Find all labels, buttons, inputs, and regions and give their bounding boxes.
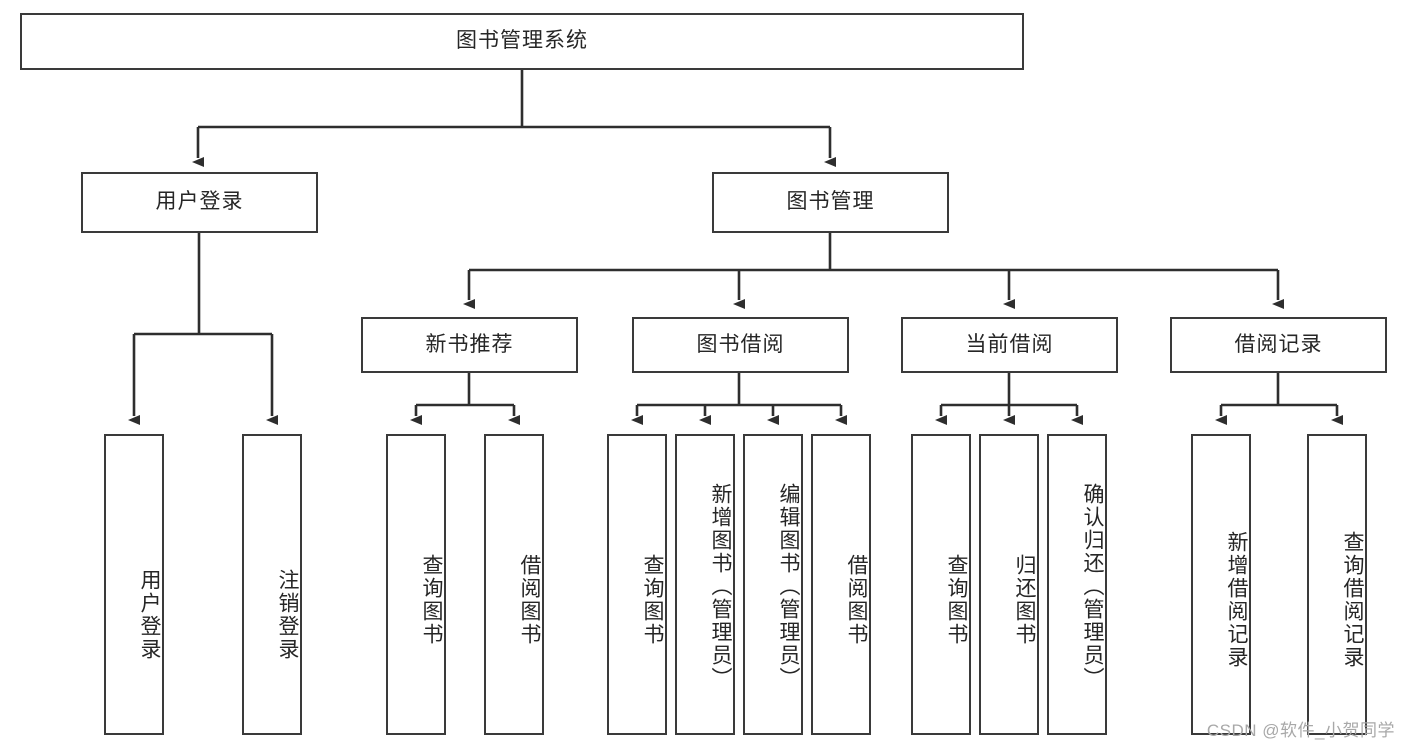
node-leaf-add-book[interactable]: 新增图书（管理员） (675, 434, 735, 735)
node-root-label: 图书管理系统 (456, 29, 588, 53)
node-leaf-edit-book-label: 编辑图书（管理员） (777, 483, 800, 690)
node-leaf-borrow-book-2-label: 借阅图书 (845, 553, 868, 646)
node-book-manage[interactable]: 图书管理 (712, 172, 949, 233)
node-leaf-confirm-return-label: 确认归还（管理员） (1081, 483, 1104, 690)
node-leaf-logout-label: 注销登录 (276, 568, 299, 661)
node-root[interactable]: 图书管理系统 (20, 13, 1024, 70)
node-user-login[interactable]: 用户登录 (81, 172, 318, 233)
node-leaf-return-book-label: 归还图书 (1013, 553, 1036, 646)
node-new-book-rec[interactable]: 新书推荐 (361, 317, 578, 373)
node-user-login-label: 用户登录 (155, 190, 244, 214)
node-leaf-add-record[interactable]: 新增借阅记录 (1191, 434, 1251, 735)
node-leaf-query-book-3[interactable]: 查询图书 (911, 434, 971, 735)
node-leaf-user-login[interactable]: 用户登录 (104, 434, 164, 735)
node-leaf-query-book-2[interactable]: 查询图书 (607, 434, 667, 735)
node-leaf-return-book[interactable]: 归还图书 (979, 434, 1039, 735)
node-leaf-query-book-1[interactable]: 查询图书 (386, 434, 446, 735)
node-current-borrow[interactable]: 当前借阅 (901, 317, 1118, 373)
node-leaf-query-record[interactable]: 查询借阅记录 (1307, 434, 1367, 735)
node-leaf-borrow-book-2[interactable]: 借阅图书 (811, 434, 871, 735)
node-borrow-record-label: 借阅记录 (1234, 332, 1323, 356)
node-leaf-user-login-label: 用户登录 (138, 568, 161, 661)
node-leaf-query-book-2-label: 查询图书 (641, 553, 664, 646)
node-borrow-record[interactable]: 借阅记录 (1170, 317, 1387, 373)
node-leaf-borrow-book-1-label: 借阅图书 (518, 553, 541, 646)
node-leaf-confirm-return[interactable]: 确认归还（管理员） (1047, 434, 1107, 735)
node-leaf-query-book-1-label: 查询图书 (420, 553, 443, 646)
node-leaf-query-book-3-label: 查询图书 (945, 553, 968, 646)
node-book-manage-label: 图书管理 (786, 190, 875, 214)
node-leaf-add-book-label: 新增图书（管理员） (709, 483, 732, 690)
watermark-text: CSDN @软件_小贺同学 (1206, 721, 1395, 740)
node-book-borrow[interactable]: 图书借阅 (632, 317, 849, 373)
node-leaf-add-record-label: 新增借阅记录 (1225, 530, 1248, 669)
node-leaf-logout[interactable]: 注销登录 (242, 434, 302, 735)
node-book-borrow-label: 图书借阅 (696, 332, 785, 356)
node-current-borrow-label: 当前借阅 (965, 332, 1054, 356)
node-leaf-borrow-book-1[interactable]: 借阅图书 (484, 434, 544, 735)
node-leaf-query-record-label: 查询借阅记录 (1341, 530, 1364, 669)
node-leaf-edit-book[interactable]: 编辑图书（管理员） (743, 434, 803, 735)
node-new-book-rec-label: 新书推荐 (425, 332, 514, 356)
